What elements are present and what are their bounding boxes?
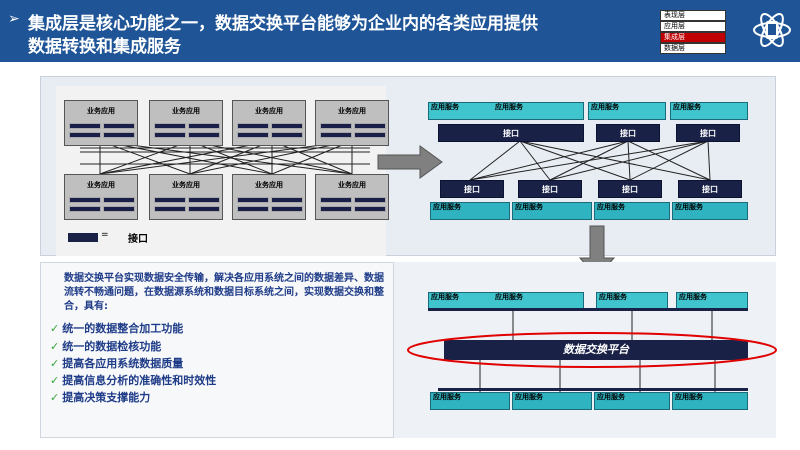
title-line-1: 集成层是核心功能之一，数据交换平台能够为企业内的各类应用提供	[28, 14, 538, 34]
description-text: 数据交换平台实现数据安全传输，解决各应用系统之间的数据差异、数据流转不畅通问题，…	[64, 273, 384, 312]
check-item: ✓提高信息分析的准确性和时效性	[50, 374, 217, 387]
business-app: 业务应用	[232, 174, 306, 220]
check-item: ✓统一的数据整合加工功能	[50, 322, 184, 335]
title-banner: ➢ 集成层是核心功能之一，数据交换平台能够为企业内的各类应用提供 数据转换和集成…	[0, 0, 800, 62]
check-item: ✓提高决策支撑能力	[50, 391, 151, 404]
business-app: 业务应用	[315, 174, 389, 220]
layer-stack: 表现层 应用层 集成层 数据层	[660, 10, 726, 54]
business-app: 业务应用	[315, 100, 389, 146]
business-app: 业务应用	[149, 100, 223, 146]
business-app: 业务应用	[64, 100, 138, 146]
check-item: ✓提高各应用系统数据质量	[50, 357, 184, 370]
interface-node: 接口	[598, 180, 662, 198]
app-service: 应用服务	[594, 202, 670, 220]
app-service: 应用服务	[512, 202, 592, 220]
layer-data: 数据层	[660, 43, 726, 54]
app-service: 应用服务	[672, 202, 748, 220]
title-line-2: 数据转换和集成服务	[28, 37, 181, 57]
interface-node: 接口	[440, 180, 504, 198]
app-service: 应用服务	[430, 392, 510, 410]
atom-phone-icon	[753, 13, 791, 47]
interface-node: 接口	[676, 124, 740, 142]
app-service: 应用服务	[588, 102, 666, 120]
layer-application: 应用层	[660, 21, 726, 32]
layer-presentation: 表现层	[660, 10, 726, 21]
bullet-icon: ➢	[8, 11, 20, 27]
interface-node: 接口	[438, 124, 584, 142]
business-app: 业务应用	[64, 174, 138, 220]
check-icon: ✓	[50, 391, 60, 404]
business-app: 业务应用	[232, 100, 306, 146]
interface-node: 接口	[518, 180, 582, 198]
app-service: 应用服务应用服务	[428, 102, 584, 120]
data-exchange-platform: 数据交换平台	[444, 340, 748, 360]
check-icon: ✓	[50, 374, 60, 387]
app-service: 应用服务	[430, 202, 510, 220]
app-service: 应用服务	[594, 392, 670, 410]
check-icon: ✓	[50, 322, 60, 335]
check-item: ✓统一的数据检核功能	[50, 340, 162, 353]
bottom-bus	[438, 388, 748, 391]
legend-equals: =	[101, 230, 109, 240]
check-icon: ✓	[50, 357, 60, 370]
legend-interface-swatch	[68, 233, 98, 242]
legend-label: 接口	[128, 234, 148, 245]
app-service: 应用服务	[512, 392, 592, 410]
interface-node: 接口	[678, 180, 742, 198]
app-service: 应用服务	[670, 102, 748, 120]
layer-integration: 集成层	[660, 32, 726, 43]
business-app: 业务应用	[149, 174, 223, 220]
right-arrow-icon	[377, 145, 443, 179]
check-icon: ✓	[50, 340, 60, 353]
interface-node: 接口	[596, 124, 660, 142]
highlight-ellipse	[407, 332, 777, 368]
app-service: 应用服务	[672, 392, 748, 410]
top-bus	[428, 308, 748, 311]
